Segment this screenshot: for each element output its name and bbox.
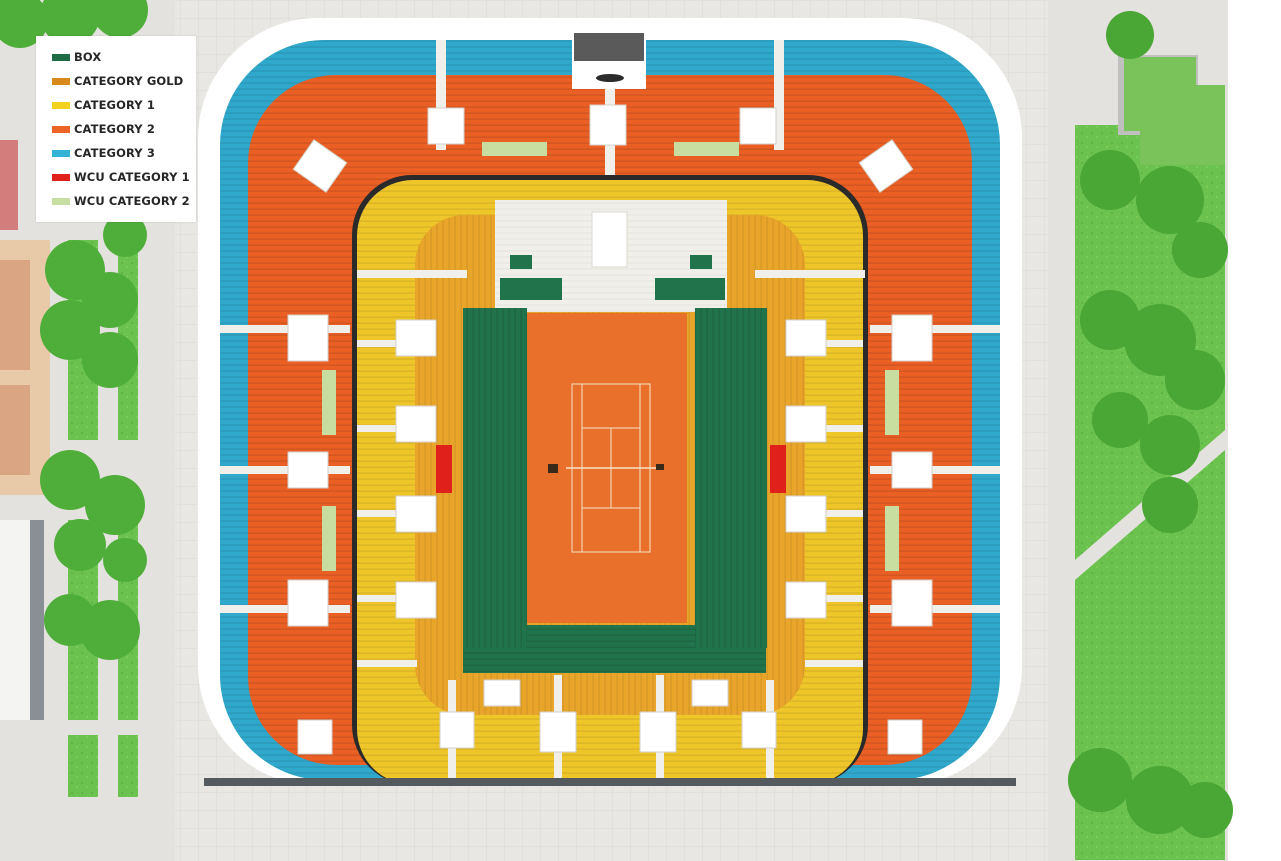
legend-label-category-1: CATEGORY 1 — [74, 98, 155, 112]
umpire-chair — [548, 464, 558, 473]
legend-swatch-wcu-category-2 — [52, 197, 70, 205]
legend-item-category-2: CATEGORY 2 — [52, 122, 155, 136]
legend-item-category-1: CATEGORY 1 — [52, 98, 155, 112]
aisles — [220, 33, 1000, 785]
legend-item-box: BOX — [52, 50, 101, 64]
legend-panel: BOX CATEGORY GOLD CATEGORY 1 CATEGORY 2 … — [36, 36, 196, 222]
legend-swatch-wcu-category-1 — [52, 173, 70, 181]
legend-swatch-category-2 — [52, 125, 70, 133]
legend-label-category-2: CATEGORY 2 — [74, 122, 155, 136]
legend-swatch-box — [52, 53, 70, 61]
wcu-category-2-sections — [322, 142, 899, 571]
legend-label-wcu-category-1: WCU CATEGORY 1 — [74, 170, 190, 184]
legend-item-wcu-category-1: WCU CATEGORY 1 — [52, 170, 190, 184]
wcu-category-1-left — [436, 445, 452, 493]
vomitories — [287, 104, 933, 755]
legend-item-category-gold: CATEGORY GOLD — [52, 74, 183, 88]
legend-item-wcu-category-2: WCU CATEGORY 2 — [52, 194, 190, 208]
court-lines — [566, 383, 656, 553]
legend-label-category-gold: CATEGORY GOLD — [74, 74, 184, 88]
right-trees — [1068, 11, 1233, 838]
legend-swatch-category-gold — [52, 77, 70, 85]
legend-label-category-3: CATEGORY 3 — [74, 146, 155, 160]
legend-item-category-3: CATEGORY 3 — [52, 146, 155, 160]
legend-swatch-category-1 — [52, 101, 70, 109]
left-trees — [0, 0, 148, 660]
broadcast-booth — [574, 33, 644, 61]
legend-swatch-category-3 — [52, 149, 70, 157]
legend-label-box: BOX — [74, 50, 102, 64]
wcu-category-1-right — [770, 445, 786, 493]
legend-label-wcu-category-2: WCU CATEGORY 2 — [74, 194, 190, 208]
